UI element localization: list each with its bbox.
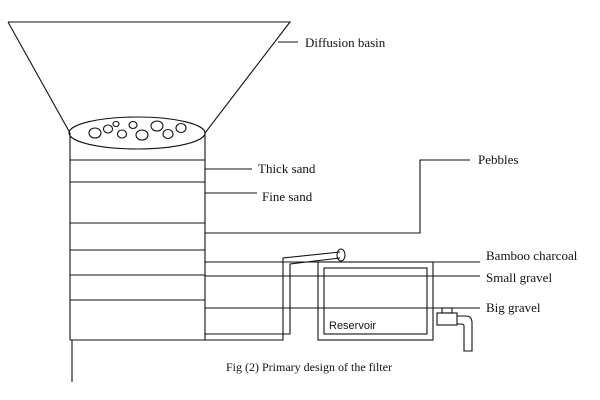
outlet-pipe: [205, 248, 346, 341]
leader-lines: [205, 41, 480, 309]
reservoir-label: Reservoir: [329, 320, 376, 332]
label-small-gravel: Small gravel: [486, 270, 552, 285]
diffusion-basin: [7, 21, 292, 150]
filter-column: [69, 133, 206, 341]
leader-pebbles: [205, 159, 470, 234]
reservoir-tank: Reservoir: [317, 261, 434, 341]
label-thick-sand: Thick sand: [258, 161, 316, 176]
figure-caption: Fig (2) Primary design of the filter: [226, 360, 392, 374]
reservoir-tap: [436, 307, 473, 352]
label-diffusion-basin: Diffusion basin: [305, 35, 386, 50]
label-fine-sand: Fine sand: [262, 189, 313, 204]
pebble-cluster: [88, 120, 187, 141]
label-pebbles: Pebbles: [478, 152, 518, 167]
label-bamboo-charcoal: Bamboo charcoal: [486, 248, 578, 263]
label-big-gravel: Big gravel: [486, 300, 541, 315]
